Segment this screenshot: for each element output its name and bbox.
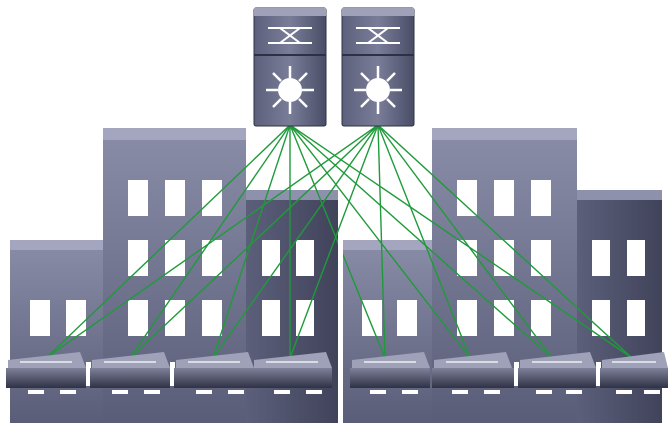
windows-tall-right [457,180,551,336]
uplink [129,124,379,359]
uplink [289,124,633,359]
windows-low-right [362,300,417,336]
access-switch-7 [518,352,596,394]
switch-arrows-icon [356,27,400,44]
uplink [289,124,553,359]
building-short-right [577,190,662,423]
uplink [45,124,291,359]
uplink [377,124,471,359]
access-switch-4 [252,352,332,394]
building-short-left [10,240,103,423]
uplink [129,124,291,359]
uplink [212,124,291,359]
router-arrows-icon [354,66,402,114]
uplink [45,124,379,359]
uplink [289,124,379,359]
building-low-right [343,240,432,423]
router-arrows-icon [266,66,314,114]
access-switch-5 [350,352,430,394]
access-switch-8 [600,352,668,394]
uplink-lines [45,124,633,359]
access-switch-6 [432,352,514,394]
access-switches [6,352,668,394]
windows-tall-left [128,180,222,336]
core-switch-2 [341,7,415,127]
uplink [377,124,553,359]
uplink [212,124,379,359]
access-switch-3 [174,352,254,394]
building-right-left-campus [246,190,338,423]
windows-right-left-campus [262,240,314,336]
windows-short-left [30,300,86,336]
uplink [377,124,386,359]
access-switch-1 [6,352,86,394]
uplink [289,124,386,359]
access-switch-2 [90,352,170,394]
switch-arrows-icon [268,27,312,44]
core-switch-1 [253,7,327,127]
campus-divider [338,240,343,423]
uplink [289,124,471,359]
windows-short-right [592,240,645,336]
uplink [377,124,633,359]
